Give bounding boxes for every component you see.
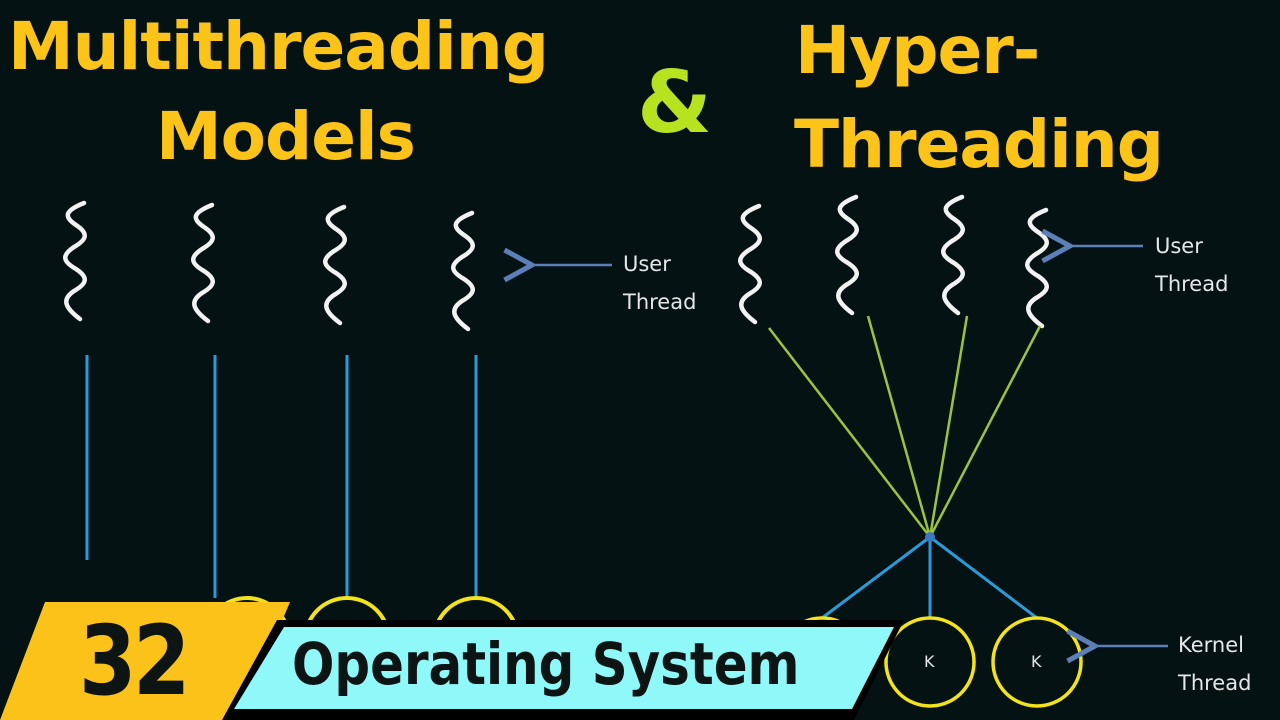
- episode-number: 32: [78, 605, 190, 717]
- label-line: Thread: [623, 290, 697, 314]
- kernel-circle-label: K: [924, 652, 935, 671]
- series-banner: [234, 627, 894, 709]
- label-line: User: [1155, 234, 1203, 258]
- user-thread-icon: [1027, 210, 1047, 326]
- user-thread-icon: [837, 197, 857, 313]
- right-user-threads: [740, 197, 1047, 326]
- label-line: Kernel: [1178, 633, 1244, 657]
- user-thread-icon: [325, 207, 345, 323]
- right-green-connectors: [768, 315, 1042, 538]
- title-ampersand: &: [637, 53, 712, 153]
- user-thread-icon: [193, 205, 213, 321]
- title-models: Models: [156, 98, 416, 175]
- kernel-circle-label: K: [1031, 652, 1042, 671]
- label-line: Thread: [1178, 671, 1252, 695]
- left-user-thread-label: User Thread: [623, 245, 696, 321]
- user-thread-icon: [943, 197, 963, 313]
- user-thread-icon: [65, 203, 85, 319]
- series-title: Operating System: [292, 630, 800, 698]
- title-hyper: Hyper-: [795, 12, 1040, 89]
- kernel-thread-label: Kernel Thread: [1178, 626, 1251, 702]
- junction-node: [925, 532, 935, 542]
- user-thread-icon: [740, 206, 760, 322]
- title-multithreading: Multithreading: [8, 8, 549, 85]
- user-thread-icon: [453, 213, 473, 329]
- kernel-thread-circle: [884, 616, 976, 708]
- label-line: Thread: [1155, 272, 1229, 296]
- left-user-threads: [65, 203, 473, 329]
- right-blue-connectors: [821, 535, 1038, 620]
- left-connectors: [85, 355, 478, 598]
- right-user-thread-label: User Thread: [1155, 227, 1228, 303]
- label-line: User: [623, 252, 671, 276]
- title-threading: Threading: [794, 106, 1164, 183]
